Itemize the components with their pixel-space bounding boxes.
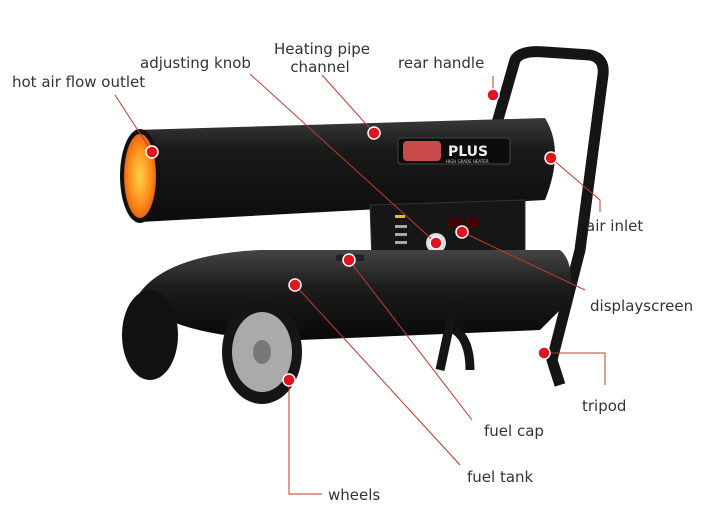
marker-air-inlet	[544, 151, 558, 165]
marker-display	[455, 225, 469, 239]
marker-fuel-cap	[342, 253, 356, 267]
markers	[145, 88, 558, 387]
plus-logo: PLUS HIGH GRADE HEATER	[397, 137, 511, 165]
marker-tripod	[537, 346, 551, 360]
label-wheels: wheels	[328, 486, 381, 504]
label-heating-pipe-line2: channel	[290, 58, 350, 76]
marker-knob	[429, 236, 443, 250]
label-fuel-cap: fuel cap	[484, 422, 544, 440]
marker-outlet	[145, 145, 159, 159]
marker-pipe	[367, 126, 381, 140]
label-displayscreen: displayscreen	[590, 297, 694, 315]
label-air-inlet: air inlet	[586, 217, 644, 235]
label-fuel-tank: fuel tank	[467, 468, 534, 486]
marker-wheels	[282, 373, 296, 387]
label-heating-pipe-line1: Heating pipe	[274, 40, 370, 58]
marker-handle	[486, 88, 500, 102]
label-tripod: tripod	[582, 397, 627, 415]
label-hot-air-flow-outlet: hot air flow outlet	[12, 73, 146, 91]
svg-text:HIGH GRADE HEATER: HIGH GRADE HEATER	[446, 159, 489, 164]
svg-text:PLUS: PLUS	[448, 144, 488, 160]
wheel-front	[222, 300, 302, 404]
label-adjusting-knob: adjusting knob	[140, 54, 251, 72]
leader-lines	[114, 73, 606, 495]
rear-handle-shape	[479, 46, 609, 387]
label-heating-pipe-channel: Heating pipe channel	[274, 40, 370, 76]
label-rear-handle: rear handle	[398, 54, 485, 72]
marker-fuel-tank	[288, 278, 302, 292]
wheel-back	[122, 290, 178, 380]
